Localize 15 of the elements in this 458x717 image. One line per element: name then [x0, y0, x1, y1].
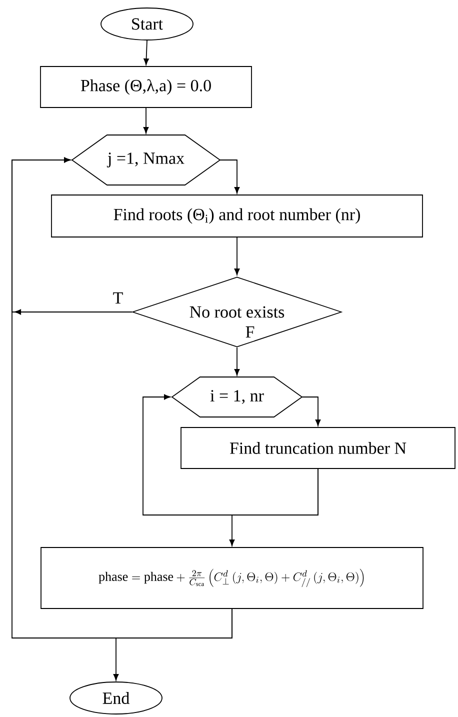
arrow	[113, 608, 232, 681]
arrow	[302, 396, 321, 426]
arrow	[220, 160, 240, 194]
start-oval: Start	[100, 8, 194, 40]
process-box: Phase (Θ,λ,a) = 0.0	[40, 66, 252, 108]
arrow	[144, 40, 149, 66]
end-oval: End	[70, 682, 162, 714]
arrow	[229, 468, 318, 546]
formula-box: $\mathrm{phase} = \mathrm{phase} + \frac{2\pi}{C_{\mathrm{sca}}}\left(C_{\perp}^{d}\left(j,\Theta_{i},\Theta\right)+C_{//}^{d}\left(j,\Theta_{i},\Theta\right)\right)$	[40, 547, 424, 609]
process-box: Find truncation number N	[180, 427, 456, 469]
edge-label: T	[112, 291, 124, 305]
arrow	[143, 107, 149, 134]
arrow	[234, 236, 240, 276]
process-box: Find roots (Θ$_{i}$) and root number (nr)	[51, 194, 423, 238]
arrow	[234, 347, 240, 376]
